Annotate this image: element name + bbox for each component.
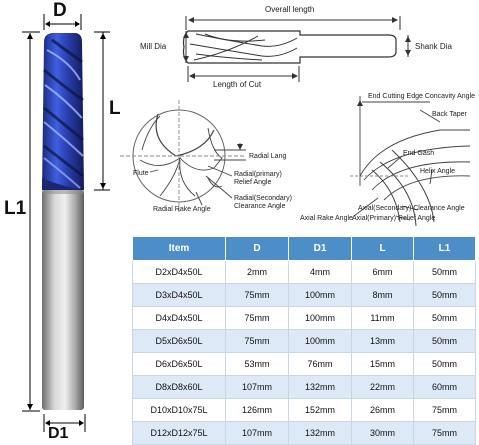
header-d: D [225, 236, 289, 261]
cell-d: 75mm [225, 283, 289, 307]
header-l: L [351, 236, 414, 261]
radial-primary-relief-label-line1: Radial(primary) [234, 171, 282, 178]
cell-item: D12xD12x75L [132, 421, 226, 445]
d1-dimension-label: D1 [48, 425, 69, 442]
axial-secondary-clearance-label: Axial(Secondary) Clearance Angle [358, 205, 465, 212]
cell-item: D4xD4x50L [132, 306, 226, 330]
l-dimension-marker [94, 31, 110, 191]
cell-d1: 4mm [288, 260, 352, 284]
d1-dimension-marker [43, 414, 86, 432]
d-dimension-marker [43, 14, 82, 30]
cell-d1: 100mm [288, 329, 352, 353]
spec-table: Item D D1 L L1 D2xD4x50L 2mm 4mm 6mm 50m… [132, 236, 476, 445]
cell-l: 15mm [351, 352, 414, 376]
cell-l: 30mm [351, 421, 414, 445]
table-row: D12xD12x75L 107mm 132mm 30mm 75mm [132, 421, 476, 445]
shank-dia-label: Shank Dia [415, 42, 452, 51]
table-row: D8xD8x60L 107mm 132mm 22mm 60mm [132, 375, 476, 399]
coated-flute-section [42, 33, 84, 190]
cell-l1: 50mm [413, 283, 476, 307]
cell-d1: 76mm [288, 352, 352, 376]
helix-angle-label: Helix Angle [420, 168, 456, 175]
table-row: D4xD4x50L 75mm 100mm 11mm 50mm [132, 306, 476, 330]
back-taper-label: Back Taper [432, 111, 467, 118]
cell-d: 75mm [225, 329, 289, 353]
spec-table-header-row: Item D D1 L L1 [132, 236, 476, 261]
end-profile-diagram [350, 96, 471, 227]
cell-l: 11mm [351, 306, 414, 330]
l1-dimension-label: L1 [4, 198, 27, 219]
table-row: D5xD6x50L 75mm 100mm 13mm 50mm [132, 329, 476, 353]
cell-l1: 75mm [413, 398, 476, 422]
mill-dia-label: Mill Dia [140, 42, 167, 51]
end-gash-label: End Gash [403, 150, 435, 157]
radial-rake-angle-label: Radial Rake Angle [153, 206, 211, 213]
d-dimension-label: D [53, 0, 67, 21]
flute-label: Flute [133, 170, 149, 177]
table-row: D6xD6x50L 53mm 76mm 15mm 50mm [132, 352, 476, 376]
cell-l: 26mm [351, 398, 414, 422]
table-row: D10xD10x75L 126mm 152mm 26mm 75mm [132, 398, 476, 422]
cell-d1: 132mm [288, 421, 352, 445]
header-item: Item [132, 236, 226, 261]
header-d1: D1 [288, 236, 352, 261]
overall-length-label: Overall length [265, 5, 315, 14]
cell-d: 126mm [225, 398, 289, 422]
cell-l: 6mm [351, 260, 414, 284]
cell-d: 107mm [225, 421, 289, 445]
cell-d1: 132mm [288, 375, 352, 399]
header-l1: L1 [413, 236, 476, 261]
table-row: D3xD4x50L 75mm 100mm 8mm 50mm [132, 283, 476, 307]
cell-item: D2xD4x50L [132, 260, 226, 284]
profile-diagram [182, 16, 411, 82]
cell-item: D5xD6x50L [132, 329, 226, 353]
radial-secondary-clearance-label-line2: Clearance Angle [234, 203, 286, 210]
cell-l: 22mm [351, 375, 414, 399]
cell-item: D10xD10x75L [132, 398, 226, 422]
axial-rake-angle-label: Axial Rake Angle [300, 215, 353, 222]
cell-l1: 50mm [413, 260, 476, 284]
cell-item: D3xD4x50L [132, 283, 226, 307]
cell-d: 53mm [225, 352, 289, 376]
l1-dimension-marker [22, 31, 40, 412]
cell-item: D8xD8x60L [132, 375, 226, 399]
cell-item: D6xD6x50L [132, 352, 226, 376]
cell-d: 2mm [225, 260, 289, 284]
cell-l1: 50mm [413, 352, 476, 376]
cell-l1: 75mm [413, 421, 476, 445]
cell-l: 13mm [351, 329, 414, 353]
cell-l1: 50mm [413, 329, 476, 353]
l-dimension-label: L [109, 98, 121, 119]
cell-d1: 100mm [288, 306, 352, 330]
shank [42, 190, 84, 410]
cell-d: 107mm [225, 375, 289, 399]
cell-l: 8mm [351, 283, 414, 307]
length-of-cut-label: Length of Cut [213, 80, 262, 89]
cell-l1: 50mm [413, 306, 476, 330]
cell-d1: 100mm [288, 283, 352, 307]
radial-primary-relief-label-line2: Relief Angle [234, 179, 272, 186]
cross-section-diagram [120, 100, 246, 212]
cell-d1: 152mm [288, 398, 352, 422]
cell-l1: 60mm [413, 375, 476, 399]
radial-secondary-clearance-label-line1: Radial(Secondary) [234, 195, 292, 202]
radial-lang-label: Radial Lang [249, 153, 287, 160]
cell-d: 75mm [225, 306, 289, 330]
table-row: D2xD4x50L 2mm 4mm 6mm 50mm [132, 260, 476, 284]
axial-primary-relief-label: Axial(Primary) Relief Angle [352, 215, 436, 222]
end-cutting-edge-label: End Cutting Edge Concavity Angle [368, 93, 476, 100]
